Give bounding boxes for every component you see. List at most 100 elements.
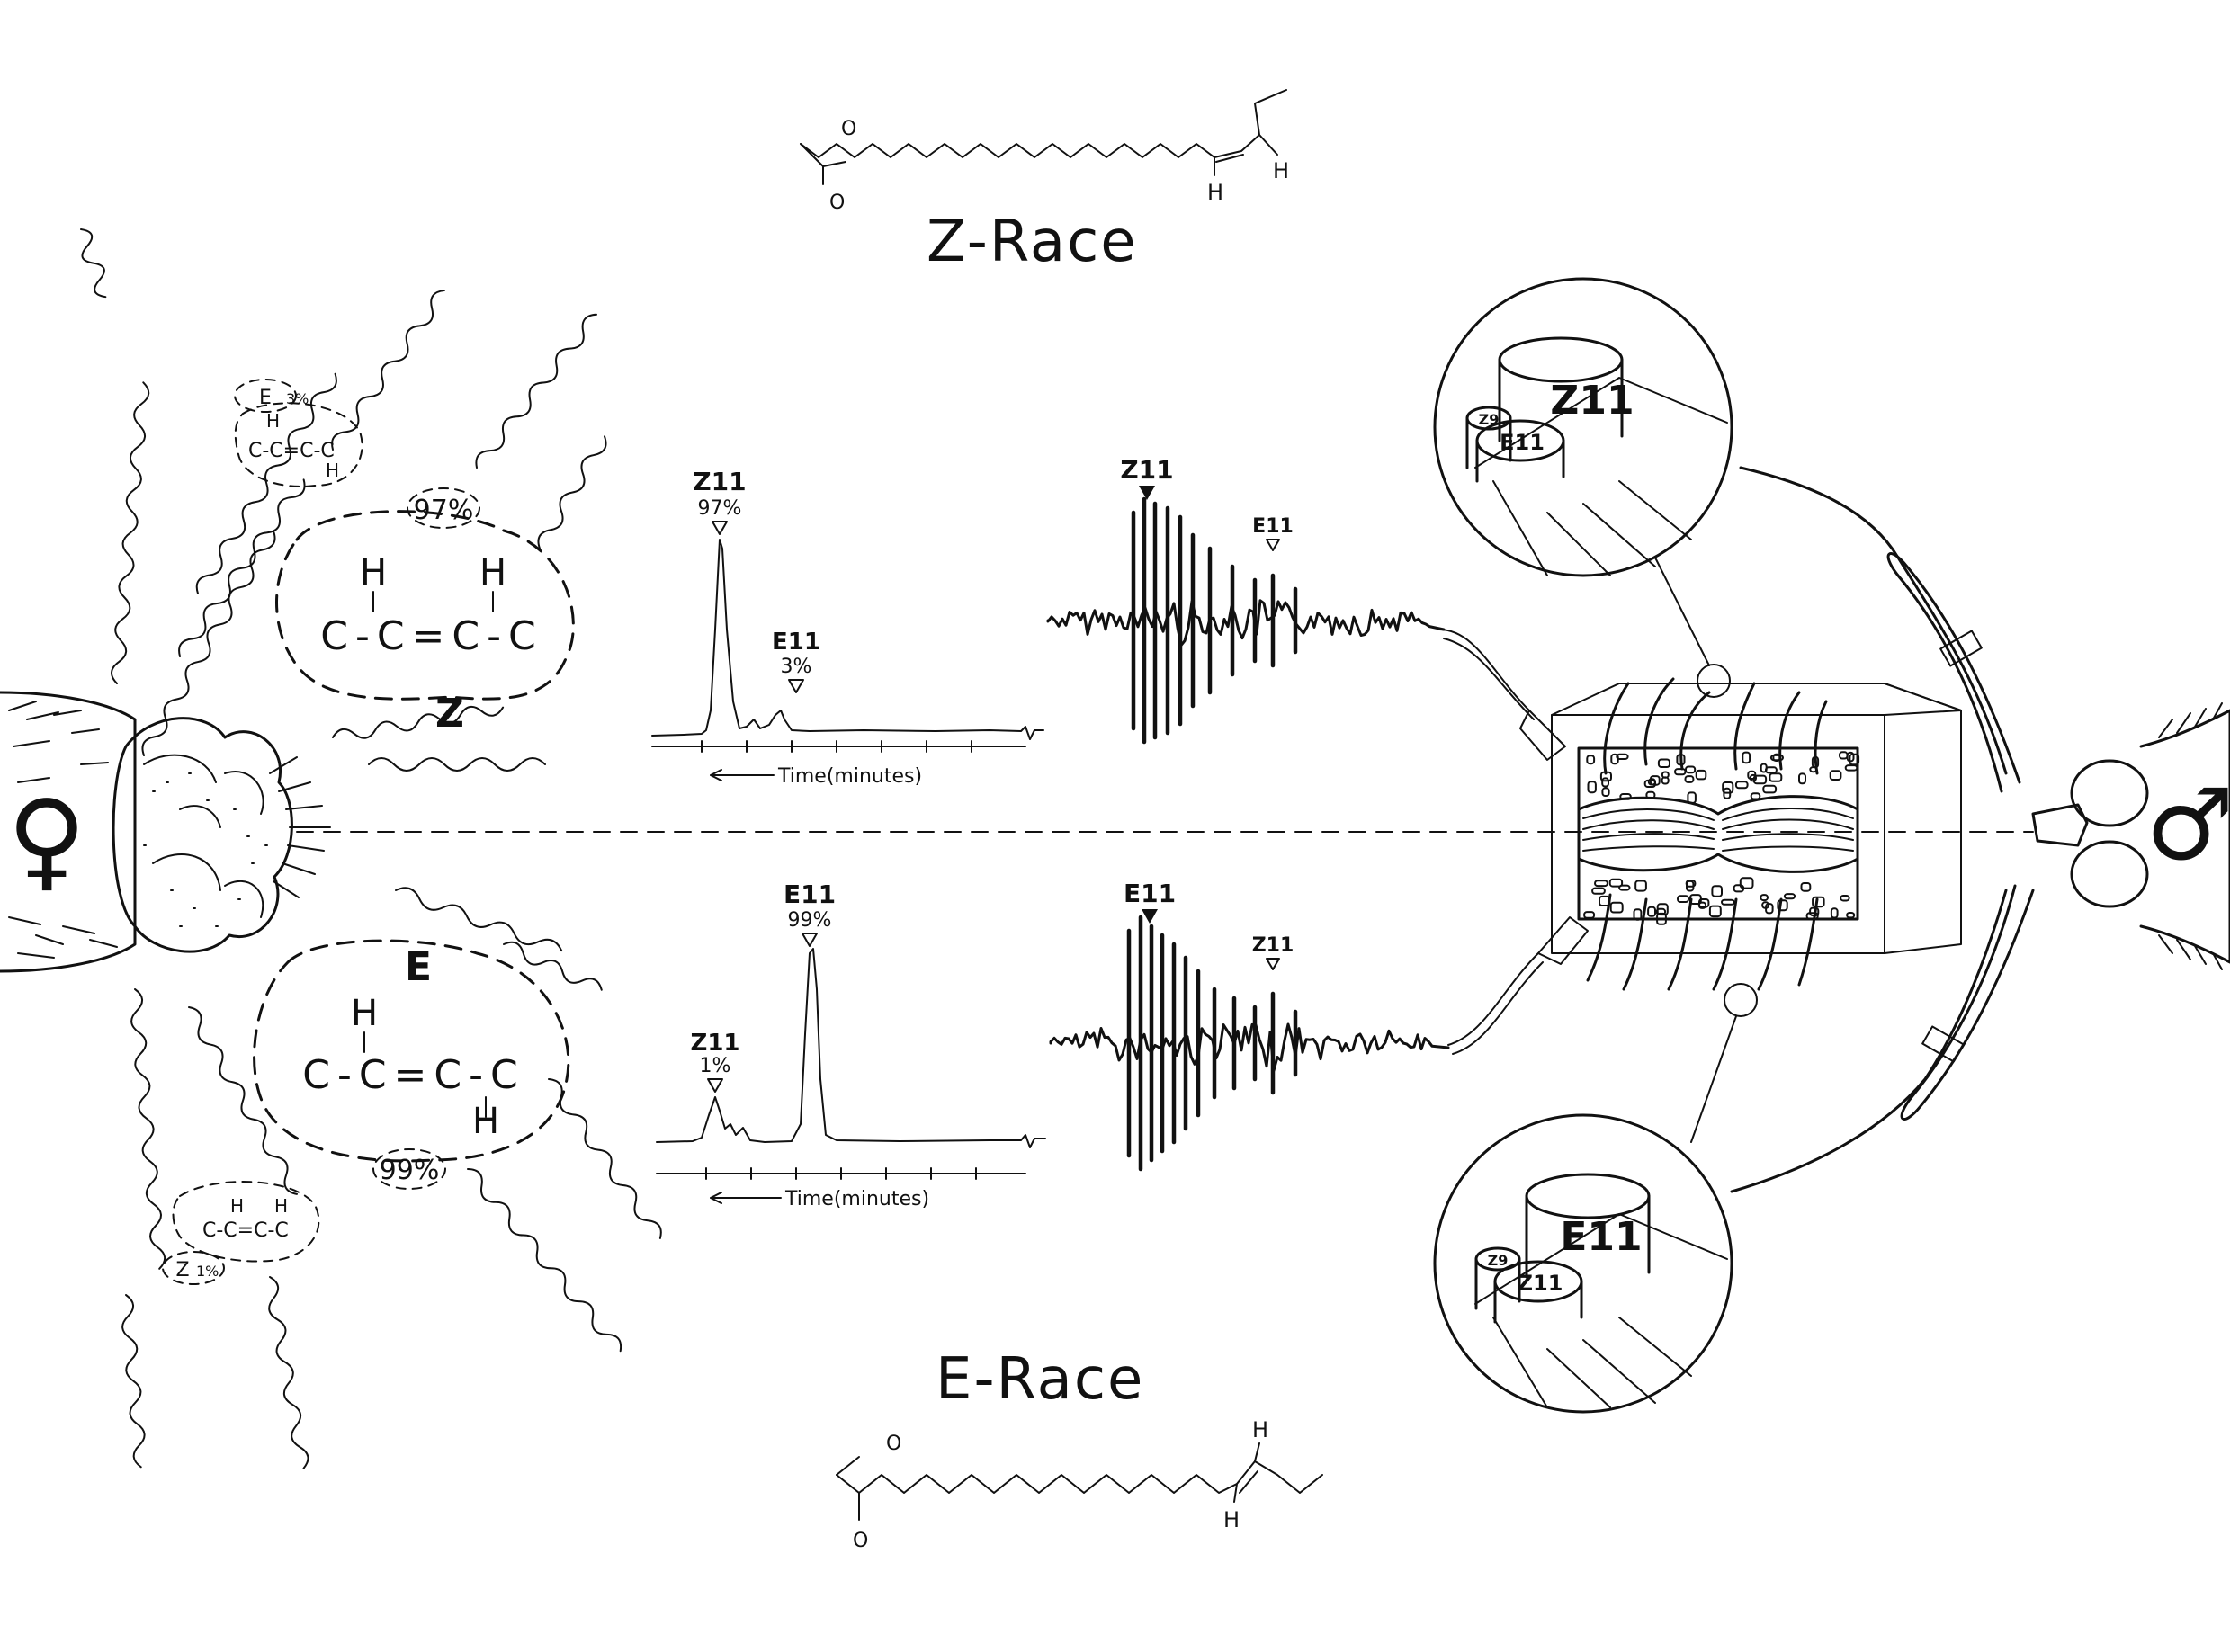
e-structure-h-bottom: H [1223,1507,1240,1532]
e-race-spike-train: E11 Z11 [1049,879,1450,1172]
substrate-cell [1661,776,1670,785]
e-h-bottom: H [472,1101,499,1142]
male-moth: ♂ [1730,466,2230,1193]
z-chrom-peak1-marker [712,521,728,535]
z-structure-h-right: H [1273,158,1289,183]
e-sensillum-medium: Z11 [1493,1260,1583,1324]
gland-bristles [269,756,331,898]
e-percent: 99% [380,1155,440,1186]
minor-e-h-top: H [266,410,280,432]
substrate-cell [1722,781,1734,794]
prep-lens-lower [1724,983,1758,1017]
z-chrom-peak2-marker [788,679,804,693]
upper-antenna-connector [1739,466,2008,775]
electrode-wires [1438,629,1589,1055]
e-chrom-axis-label: Time(minutes) [784,1188,929,1210]
substrate-cell [1739,877,1754,889]
substrate-cell [1765,903,1774,915]
substrate-cell [1798,772,1806,785]
substrate-cell [1586,755,1596,765]
z-isomer-main-blob: 97% H H C-C=C-C Z [275,487,575,737]
substrate-cell [1760,763,1768,773]
z-chrom-peak2-percent: 3% [781,656,812,678]
male-hairs [2158,702,2223,970]
antenna-clip-upper [1939,630,1983,667]
odor-plume-lines [79,228,662,1469]
e-sensillum-small: Z9 [1474,1246,1521,1310]
gland-stipple [143,772,268,927]
e-race-chromatogram: E11 99% Z11 1% Time(minutes) [656,880,1046,1210]
substrate-cell [1711,885,1724,897]
substrate-cell [1760,894,1769,902]
substrate-cell [1656,912,1667,925]
substrate-cell [1601,787,1610,798]
e-sensillum-small-label: Z9 [1488,1252,1509,1269]
male-antenna-lower [1900,884,2035,1121]
z-h-left: H [360,552,387,594]
z-sensillum-medium-label: E11 [1500,430,1545,455]
z-structure-h-left: H [1207,180,1223,205]
z-race-title: Z-Race [927,209,1138,275]
male-eye-upper [2070,759,2149,827]
substrate-cell [1618,884,1631,891]
z-spikes [1131,496,1298,745]
substrate-cell [1849,753,1860,766]
e-spike-marker-weak [1266,958,1280,970]
minor-z-label: Z [175,1259,189,1281]
female-moth: ♀ [0,691,331,973]
e-chrom-peak2-percent: 99% [788,909,832,932]
e-structure-o-bottom: O [853,1530,868,1552]
e-h-top: H [351,993,378,1034]
substrate-cell [1633,908,1643,921]
substrate-cell [1587,781,1597,794]
substrate-cell [1674,768,1687,776]
z-chrom-peak1-percent: 97% [698,497,742,520]
substrate-cell [1812,896,1825,908]
female-abdomen [0,691,137,973]
e-chrom-peak1-marker [707,1078,723,1093]
prep-frame-side [1884,683,1962,954]
e-chrom-peak1-label: Z11 [690,1030,739,1057]
e-spike-noise [1049,1022,1450,1072]
prep-frame [1551,714,1885,954]
substrate-cell [1721,898,1735,906]
z-percent: 97% [414,495,474,526]
substrate-cell [1610,753,1619,765]
substrate-cell [1685,765,1697,774]
z-sensillum-big-label: Z11 [1550,378,1634,424]
pheromone-gland [112,717,331,953]
e-race-sensilla-magnified: E11 Z11 Z9 [1433,1015,1737,1414]
substrate-cell [1769,772,1783,782]
male-eye-lower [2070,840,2149,908]
minor-z-percent: 1% [196,1263,219,1280]
antenna-preparation [1551,664,1962,1017]
substrate-cell [1765,766,1778,774]
e-structure-h-top: H [1252,1417,1268,1442]
e-isomer-label: E [405,944,432,990]
substrate-cell [1647,906,1656,917]
z-isomer-label: Z [435,691,464,737]
z-spike-label-strong: Z11 [1120,455,1173,485]
antenna-clip-lower [1921,1025,1965,1063]
minor-z-h-right: H [274,1195,288,1217]
substrate-cell [1840,895,1850,902]
male-symbol: ♂ [2145,767,2230,882]
e-race-structure: O O H H [836,1417,1323,1552]
e-sensillum-medium-label: Z11 [1518,1271,1563,1296]
z-chrom-axis-label: Time(minutes) [777,765,922,788]
substrate-cell [1591,887,1606,895]
e-spike-label-weak: Z11 [1252,934,1294,957]
substrate-cell [1583,911,1596,919]
substrate-cell [1783,893,1796,900]
e-structure-o-top: O [886,1433,901,1455]
e-chrom-peak2-label: E11 [784,880,836,909]
substrate-cell [1684,775,1695,783]
male-palps [2031,803,2089,847]
z-percent-bubble [407,487,480,529]
z-race-minor-isomer: E 3% H C-C=C-C H [234,379,363,487]
substrate-cell [1634,880,1647,892]
substrate-cell [1733,884,1745,893]
e-spike-label-strong: E11 [1124,879,1176,908]
z-race-structure: O O H H [800,89,1289,214]
e-chain: C-C=C-C [302,1052,525,1098]
